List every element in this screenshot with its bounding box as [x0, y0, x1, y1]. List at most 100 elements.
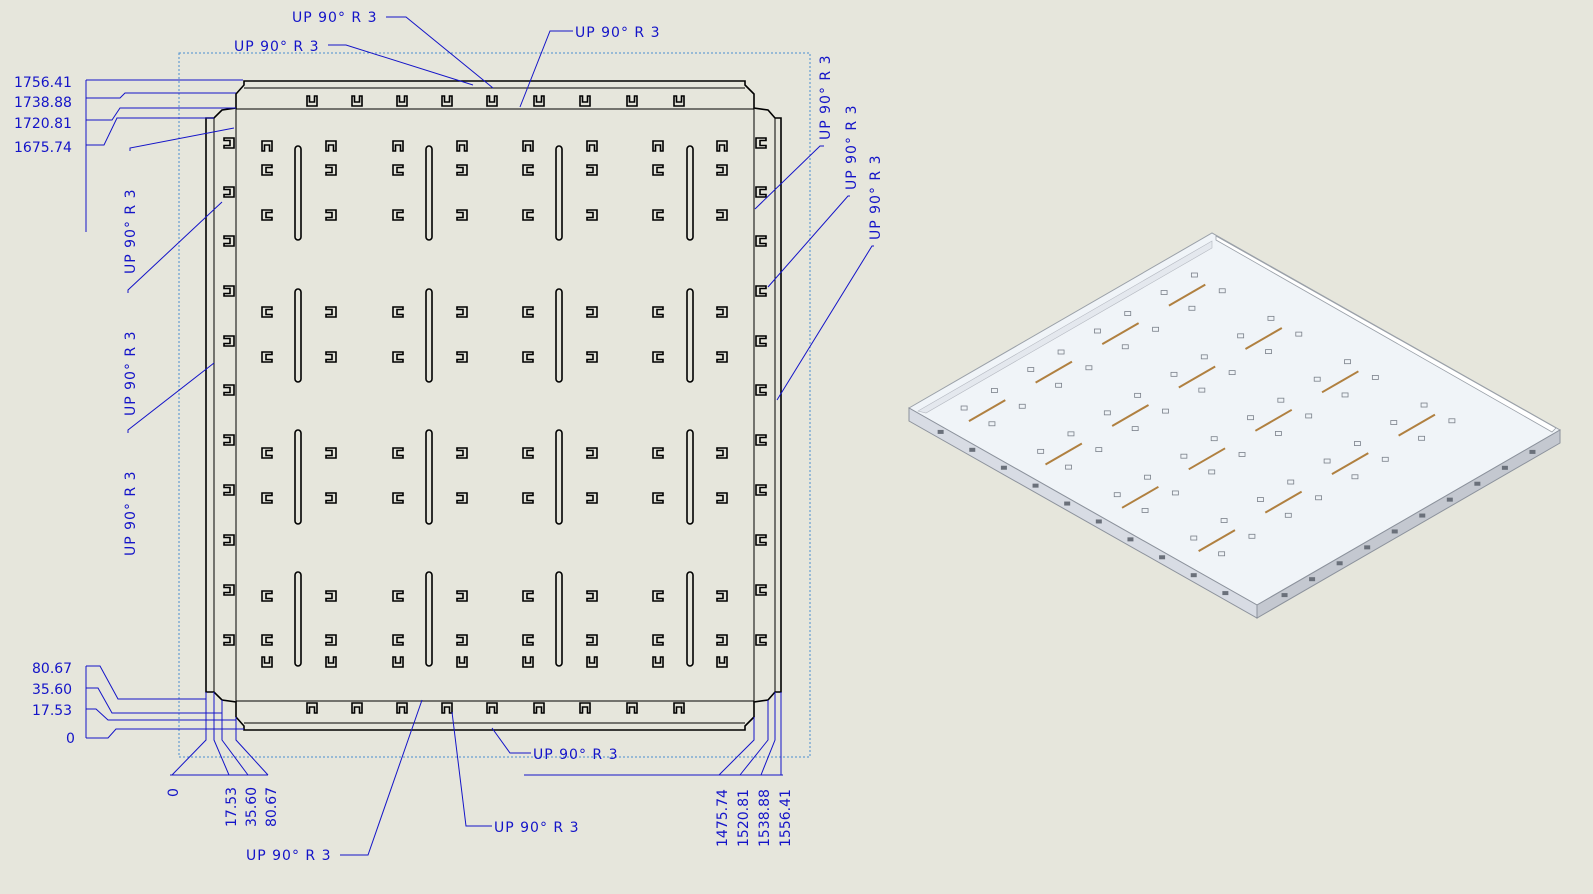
iso-clip [1085, 365, 1093, 371]
iso-clip [1067, 431, 1075, 437]
slot [294, 145, 302, 241]
slot [555, 288, 563, 383]
iso-edge-tab [1000, 465, 1007, 470]
clip-cutout [456, 656, 468, 668]
clip-cutout [396, 702, 408, 714]
clip-cutout [456, 634, 468, 646]
clip-cutout [261, 164, 273, 176]
iso-slot [1398, 413, 1436, 437]
flange-lines [213, 87, 776, 724]
clip-cutout [392, 590, 404, 602]
flat-pattern[interactable] [205, 80, 782, 731]
iso-clip [1390, 420, 1398, 425]
clip-cutout [261, 656, 273, 668]
iso-edge-tab [1095, 519, 1102, 524]
iso-clip [1315, 495, 1322, 501]
clip-cutout [392, 306, 404, 318]
clip-cutout [223, 285, 235, 297]
iso-clip [1152, 326, 1159, 332]
clip-cutout [522, 656, 534, 668]
bottom-ordinate-35: 35.60 [244, 787, 260, 827]
clip-cutout [223, 186, 235, 198]
clip-cutout [456, 447, 468, 459]
clip-cutout [441, 95, 453, 107]
clip-cutout [755, 384, 767, 396]
clip-cutout [652, 447, 664, 459]
clip-cutout [755, 137, 767, 149]
clip-cutout [586, 140, 598, 152]
iso-clip [1113, 492, 1121, 498]
clip-cutout [579, 95, 591, 107]
iso-slot [1111, 404, 1150, 427]
clip-cutout [456, 306, 468, 318]
iso-clip [1323, 458, 1331, 464]
clip-cutout [716, 634, 728, 646]
iso-top-face [907, 232, 1562, 606]
iso-slot [1178, 365, 1216, 389]
slot [425, 571, 433, 667]
clip-cutout [586, 306, 598, 318]
iso-clip [1065, 464, 1072, 470]
clip-cutout [586, 447, 598, 459]
left-top-ordinates: 1756.41 1738.88 1720.81 1675.74 [14, 75, 243, 232]
bottom-right-ordinates: 1475.74 1520.81 1538.88 1556.41 [524, 692, 794, 847]
iso-edge-tab [1309, 577, 1316, 582]
clip-cutout [522, 306, 534, 318]
iso-clip [1284, 512, 1292, 518]
clip-cutout [586, 209, 598, 221]
iso-clip [1341, 392, 1349, 398]
bottom-ordinate-80: 80.67 [264, 787, 280, 827]
clip-cutout [522, 140, 534, 152]
bend-note-left-2: UP 90° R 3 [123, 331, 139, 417]
clip-cutout [456, 492, 468, 504]
slot [294, 429, 302, 525]
ordinate-80: 80.67 [32, 661, 72, 677]
clip-cutout [586, 492, 598, 504]
iso-clip [1190, 535, 1198, 541]
clip-cutout [396, 95, 408, 107]
iso-clip [1371, 375, 1379, 380]
clip-cutout [486, 702, 498, 714]
slot [425, 145, 433, 241]
isometric-view[interactable] [907, 232, 1562, 619]
iso-clip [1198, 387, 1206, 393]
clip-cutout [652, 634, 664, 646]
clip-cutout [456, 209, 468, 221]
clip-cutout [716, 351, 728, 363]
iso-clip [1420, 402, 1428, 408]
iso-clip [1381, 456, 1389, 462]
clip-cutout [586, 590, 598, 602]
iso-edge-tab [1446, 497, 1453, 502]
clip-cutout [755, 434, 767, 446]
iso-clip [1218, 551, 1226, 557]
iso-clip [1188, 305, 1196, 311]
iso-clip [1094, 328, 1101, 334]
clip-cutout [223, 484, 235, 496]
bend-notes: UP 90° R 3 UP 90° R 3 UP 90° R 3 UP 90° … [123, 10, 884, 864]
clip-cutout [325, 447, 337, 459]
clip-cutout [626, 702, 638, 714]
clip-cutout [755, 285, 767, 297]
ordinate-35: 35.60 [32, 682, 72, 698]
clip-cutout [325, 140, 337, 152]
clip-cutout [716, 656, 728, 668]
clip-cutout [522, 590, 534, 602]
clip-cutout [392, 447, 404, 459]
clip-cutout [223, 235, 235, 247]
clip-cutout [261, 492, 273, 504]
bottom-ordinate-1538: 1538.88 [757, 789, 773, 847]
iso-edge-tab [1419, 513, 1426, 518]
iso-clip [1121, 344, 1129, 350]
slot-pattern [261, 140, 728, 668]
clip-cutout [652, 492, 664, 504]
clip-cutout [673, 95, 685, 107]
edge-tabs [223, 95, 767, 714]
iso-clip [1237, 333, 1245, 339]
iso-edge-tab [1032, 483, 1039, 488]
slot [425, 429, 433, 525]
ordinate-17: 17.53 [32, 703, 72, 719]
iso-front-right-wall [1256, 429, 1561, 619]
iso-edge-tab [1127, 537, 1134, 542]
clip-cutout [652, 140, 664, 152]
iso-edge-tab [937, 429, 944, 434]
